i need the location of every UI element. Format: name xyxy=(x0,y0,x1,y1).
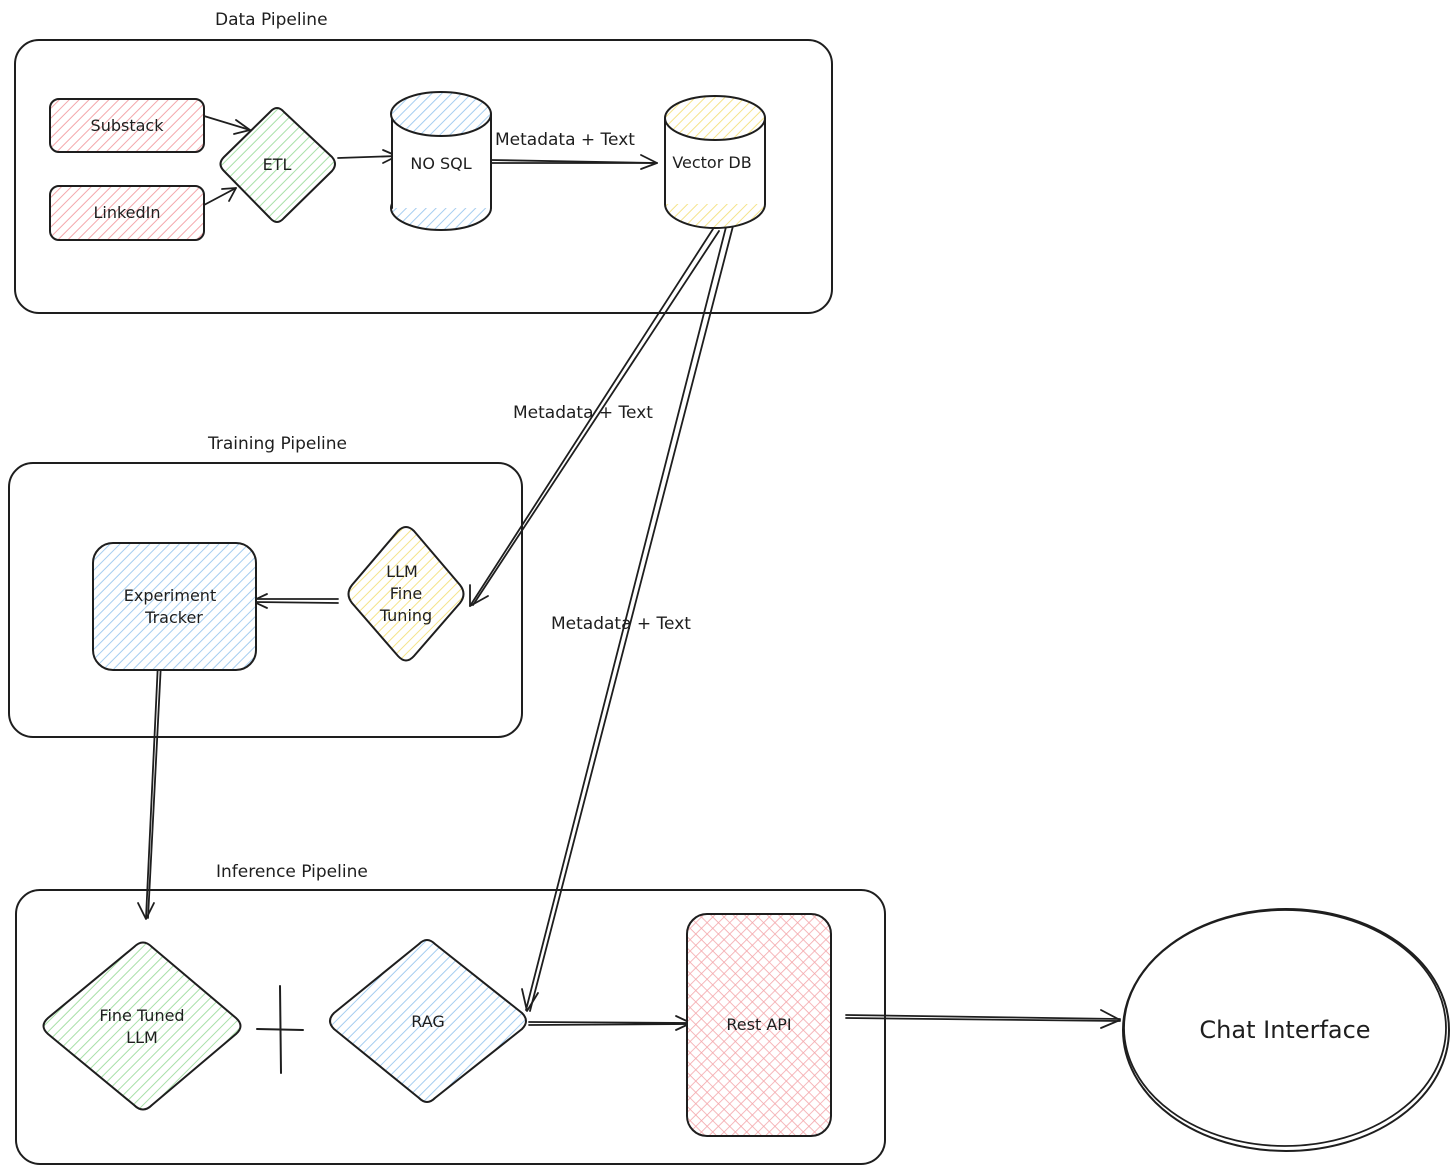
edge-vectordb-rag xyxy=(521,225,734,1012)
vectordb-label: Vector DB xyxy=(672,153,751,172)
edge-nosql-vectordb xyxy=(490,154,658,170)
llm-fine-tuning-label-line1: LLM xyxy=(386,562,418,581)
training-pipeline-title: Training Pipeline xyxy=(207,434,347,454)
rag-node: RAG xyxy=(329,939,527,1103)
linkedin-label: LinkedIn xyxy=(93,203,160,222)
substack-node: Substack xyxy=(49,98,205,153)
edge-restapi-chat xyxy=(845,1009,1121,1029)
data-pipeline-title: Data Pipeline xyxy=(215,10,328,30)
edge-label-vectordb-rag: Metadata + Text xyxy=(551,614,691,634)
rest-api-node: Rest API xyxy=(686,913,832,1137)
plus-icon xyxy=(256,985,304,1074)
fine-tuned-llm-node: Fine Tuned LLM xyxy=(42,941,242,1111)
training-pipeline-group: Training Pipeline xyxy=(8,434,523,738)
data-pipeline-group: Data Pipeline xyxy=(14,10,833,314)
rest-api-label: Rest API xyxy=(726,1015,791,1034)
edge-substack-etl xyxy=(203,115,251,135)
edge-finetuning-tracker xyxy=(251,593,339,609)
edges xyxy=(137,115,1121,1074)
edge-linkedin-etl xyxy=(203,187,237,206)
edge-label-nosql-vectordb: Metadata + Text xyxy=(495,130,635,150)
inference-pipeline-frame xyxy=(15,889,886,1165)
data-pipeline-frame xyxy=(14,39,833,314)
nosql-label: NO SQL xyxy=(410,154,471,173)
inference-pipeline-title: Inference Pipeline xyxy=(216,862,368,882)
substack-label: Substack xyxy=(91,116,165,135)
inference-pipeline-group: Inference Pipeline xyxy=(15,862,886,1165)
edge-vectordb-finetuning xyxy=(469,228,720,607)
etl-label: ETL xyxy=(263,155,292,174)
fine-tuned-llm-label-line2: LLM xyxy=(126,1028,158,1047)
llm-fine-tuning-label-line3: Tuning xyxy=(379,606,432,625)
vector-db-node: Vector DB xyxy=(664,95,766,229)
edge-label-vectordb-training: Metadata + Text xyxy=(513,403,653,423)
experiment-tracker-label-line2: Tracker xyxy=(144,608,203,627)
experiment-tracker-node: Experiment Tracker xyxy=(92,542,257,671)
etl-node: ETL xyxy=(219,107,336,223)
llm-fine-tuning-node: LLM Fine Tuning xyxy=(347,526,465,662)
llm-fine-tuning-label-line2: Fine xyxy=(390,584,422,603)
fine-tuned-llm-label-line1: Fine Tuned xyxy=(99,1006,184,1025)
rag-label: RAG xyxy=(411,1012,445,1031)
edge-rag-restapi xyxy=(528,1015,692,1031)
training-pipeline-frame xyxy=(8,462,523,738)
linkedin-node: LinkedIn xyxy=(49,185,205,241)
nosql-database-node: NO SQL xyxy=(390,91,492,231)
edge-etl-nosql xyxy=(337,149,398,164)
chat-interface-node: Chat Interface xyxy=(1122,908,1450,1152)
experiment-tracker-label-line1: Experiment xyxy=(124,586,216,605)
edge-tracker-finetunedllm xyxy=(137,661,162,920)
chat-interface-label: Chat Interface xyxy=(1199,1016,1370,1044)
